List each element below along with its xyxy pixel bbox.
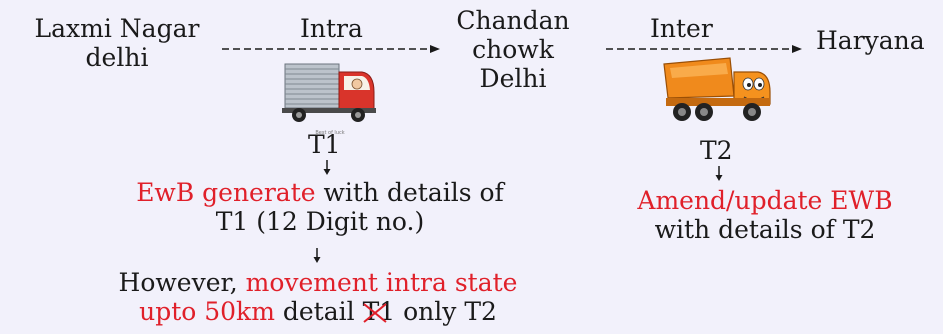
struck-t1: T1 bbox=[363, 297, 396, 326]
t2-note-line2: with details of T2 bbox=[654, 215, 876, 244]
inter-label: Inter bbox=[650, 14, 713, 43]
cross-out-mark bbox=[362, 303, 387, 323]
midpoint-label: Chandan chowk Delhi bbox=[438, 6, 588, 93]
truck1-caption: Best of luck bbox=[315, 130, 345, 136]
however-line2: upto 50km detail T1 only T2 bbox=[40, 297, 596, 326]
t1-note-line2: T1 (12 Digit no.) bbox=[215, 207, 425, 236]
dump-truck-cartoon-icon bbox=[663, 57, 771, 121]
t1-note: EwB generate with details of T1 (12 Digi… bbox=[52, 178, 588, 236]
t1-down-arrow bbox=[323, 160, 331, 175]
midpoint-line1: Chandan bbox=[456, 6, 570, 35]
upto-50km-text: upto 50km bbox=[139, 297, 275, 326]
ewb-generate-text: EwB generate bbox=[136, 178, 316, 207]
however-note: However, movement intra state upto 50km … bbox=[40, 268, 596, 326]
origin-line1: Laxmi Nagar bbox=[34, 14, 200, 43]
t2-note: Amend/update EWB with details of T2 bbox=[600, 186, 930, 244]
t1-note-line1: EwB generate with details of bbox=[52, 178, 588, 207]
destination-label: Haryana bbox=[816, 26, 925, 55]
midpoint-line2: chowk bbox=[472, 35, 554, 64]
however-down-arrow bbox=[313, 248, 321, 263]
t2-down-arrow bbox=[715, 166, 723, 181]
however-prefix: However, bbox=[118, 268, 246, 297]
delivery-truck-cartoon-icon bbox=[282, 63, 376, 122]
origin-line2: delhi bbox=[85, 43, 149, 72]
intra-label: Intra bbox=[300, 14, 363, 43]
midpoint-line3: Delhi bbox=[479, 64, 547, 93]
amend-update-ewb-text: Amend/update EWB bbox=[637, 186, 893, 215]
however-suffix: only T2 bbox=[395, 297, 497, 326]
struck-t1-text: T1 bbox=[362, 297, 396, 326]
t1-label: T1 bbox=[308, 130, 341, 159]
however-line1: However, movement intra state bbox=[40, 268, 596, 297]
intra-arrow bbox=[222, 45, 440, 53]
origin-label: Laxmi Nagar delhi bbox=[22, 14, 212, 72]
movement-intra-state-text: movement intra state bbox=[245, 268, 518, 297]
t1-note-rest: with details of bbox=[315, 178, 504, 207]
t2-label: T2 bbox=[700, 136, 733, 165]
inter-arrow bbox=[606, 45, 802, 53]
however-mid: detail bbox=[274, 297, 363, 326]
